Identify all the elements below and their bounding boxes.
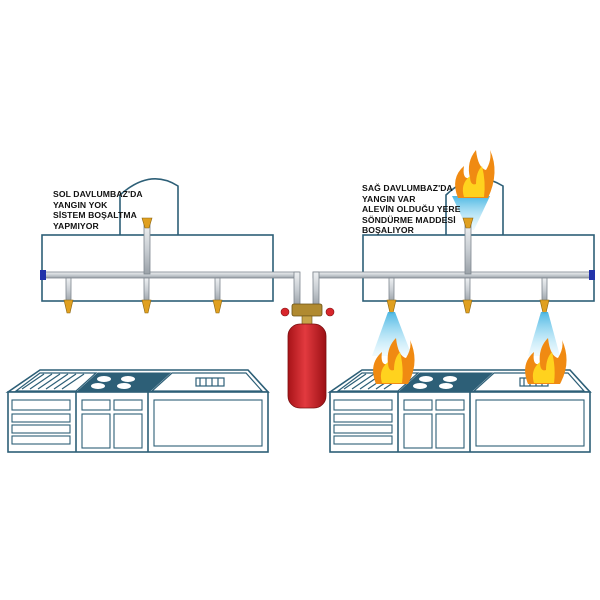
- fryer-fire: [525, 338, 567, 384]
- left-hood: [41, 178, 274, 302]
- duct-nozzles: [141, 217, 474, 229]
- grill-fire: [373, 338, 415, 384]
- left-cabinet-fronts: [11, 399, 263, 449]
- left-end-cap: [40, 270, 46, 280]
- left-hood-canopy: [41, 234, 274, 302]
- duct-fire: [452, 150, 495, 230]
- left-exhaust-duct: [119, 178, 179, 235]
- extinguisher-cylinder: [280, 303, 335, 409]
- right-hood-canopy: [362, 234, 595, 302]
- right-label-line: SÖNDÜRME MADDESİ: [362, 214, 456, 225]
- right-hood-status-label: SAĞ DAVLUMBAZ'DA YANGIN VAR ALEVİN OLDUĞ…: [362, 183, 461, 236]
- duct-flame-inner: [462, 166, 485, 197]
- left-cooktop: [76, 372, 172, 392]
- right-label-line: YANGIN VAR: [362, 193, 416, 204]
- duct-spray-cone: [452, 196, 490, 230]
- right-end-cap: [589, 270, 595, 280]
- left-label-line: SOL DAVLUMBAZ'DA: [53, 189, 143, 199]
- left-label-line: YAPMIYOR: [53, 220, 99, 231]
- left-label-line: YANGIN YOK: [53, 199, 108, 210]
- left-grill: [14, 372, 98, 392]
- right-cooktop: [398, 372, 494, 392]
- hood-nozzles: [63, 299, 550, 314]
- right-label-line: SAĞ DAVLUMBAZ'DA: [362, 183, 453, 193]
- left-fryer: [150, 372, 264, 392]
- right-hood: [362, 178, 595, 302]
- discharge-sprays: [372, 312, 560, 356]
- right-cabinet-fronts: [333, 399, 585, 449]
- right-label-line: ALEVİN OLDUĞU YERE: [362, 204, 461, 214]
- right-label-line: BOŞALIYOR: [362, 225, 414, 235]
- left-hood-status-label: SOL DAVLUMBAZ'DA YANGIN YOK SİSTEM BOŞAL…: [53, 189, 143, 231]
- left-label-line: SİSTEM BOŞALTMA: [53, 210, 137, 220]
